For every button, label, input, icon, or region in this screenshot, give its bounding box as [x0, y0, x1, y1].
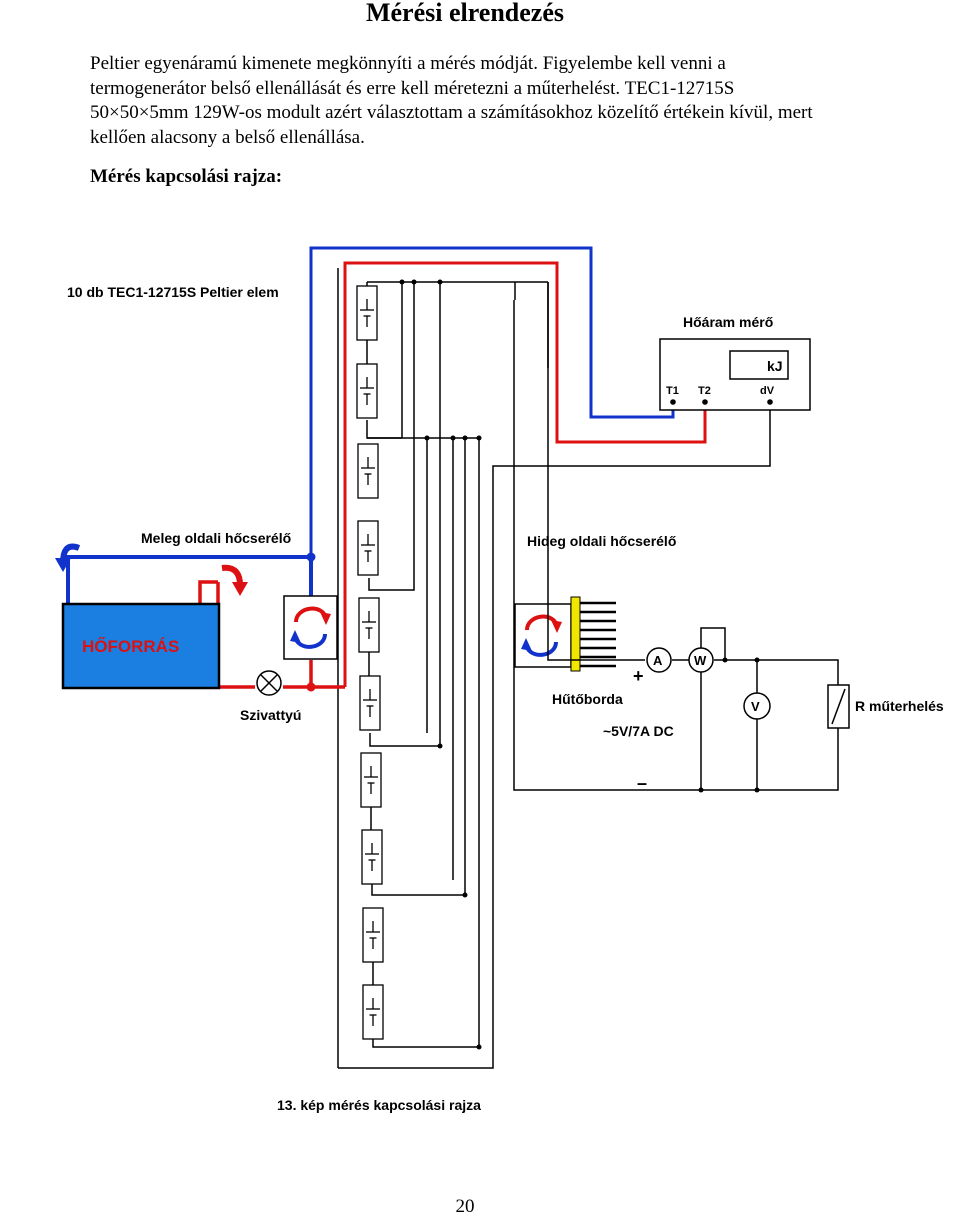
- wattmeter-label: W: [694, 653, 707, 668]
- ammeter-label: A: [653, 653, 663, 668]
- blue-sensor-loop: [309, 246, 675, 555]
- pump-icon: [256, 670, 282, 696]
- minus-sign: –: [637, 773, 647, 793]
- warm-heat-exchanger: [283, 595, 338, 660]
- cold-heat-exchanger: [514, 603, 572, 668]
- supply-label: ~5V/7A DC: [603, 723, 674, 739]
- cold-side-label: Hideg oldali hőcserélő: [527, 533, 676, 549]
- heatsink-icon: [570, 596, 616, 672]
- page-title: Mérési elrendezés: [365, 0, 565, 27]
- heatsink-label: Hűtőborda: [552, 691, 623, 707]
- peltier-cell: [357, 520, 379, 576]
- heat-source-label: HŐFORRÁS: [82, 637, 179, 656]
- t2-label: T2: [698, 385, 711, 397]
- load-dots: [698, 657, 760, 793]
- red-sensor-loop: [343, 261, 707, 687]
- red-flow-arrow-icon: [221, 564, 248, 596]
- figure-caption: 13. kép mérés kapcsolási rajza: [277, 1097, 481, 1113]
- peltier-cell: [360, 752, 382, 808]
- load-label: R műterhelés: [855, 698, 944, 714]
- peltier-cell: [362, 984, 384, 1040]
- pump-label: Szivattyú: [240, 707, 301, 723]
- peltier-cell: [357, 443, 379, 499]
- diagram-heading: Mérés kapcsolási rajza:: [90, 166, 283, 187]
- peltier-wiring: [337, 268, 839, 1069]
- junction-dots: [399, 279, 482, 1050]
- blue-flow-arrow-icon: [55, 543, 81, 572]
- warm-side-label: Meleg oldali hőcserélő: [141, 530, 291, 546]
- red-junction: [306, 682, 316, 692]
- peltier-cell: [362, 907, 384, 963]
- peltier-cell: [356, 285, 378, 341]
- peltier-cells: [356, 285, 384, 1040]
- peltier-cell: [358, 597, 380, 653]
- plus-sign: +: [633, 666, 644, 686]
- meter-display: [729, 350, 789, 380]
- heat-flow-meter: kJ T1 T2 dV: [659, 338, 811, 411]
- peltier-cell: [359, 675, 381, 731]
- page-number: 20: [455, 1196, 475, 1217]
- dv-label: dV: [760, 385, 775, 397]
- voltmeter: V: [743, 692, 771, 720]
- wattmeter: W: [688, 647, 714, 673]
- ammeter: A: [646, 647, 672, 673]
- peltier-label: 10 db TEC1-12715S Peltier elem: [67, 284, 279, 300]
- peltier-cell: [361, 829, 383, 885]
- intro-paragraph: Peltier egyenáramú kimenete megkönnyíti …: [90, 53, 813, 148]
- heat-source: HŐFORRÁS: [61, 602, 221, 690]
- t1-label: T1: [666, 385, 679, 397]
- peltier-cell: [356, 363, 378, 419]
- heat-meter-title: Hőáram mérő: [683, 314, 773, 330]
- voltmeter-label: V: [751, 699, 760, 714]
- blue-junction: [306, 552, 316, 562]
- load-resistor: [827, 684, 850, 729]
- meter-unit: kJ: [767, 358, 783, 374]
